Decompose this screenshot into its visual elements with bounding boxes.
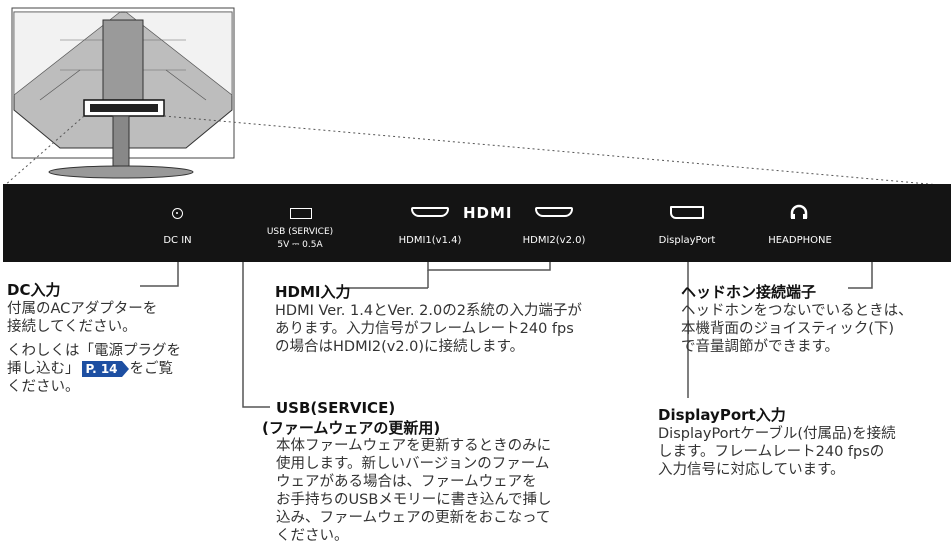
port-panel: DC IN USB (SERVICE) 5V ⎓ 0.5A HDMI1(v1.4…	[3, 184, 951, 262]
usb-port-icon	[290, 208, 312, 219]
hdmi-input-title: HDMI入力	[275, 283, 351, 301]
hdmi1-port-icon	[411, 207, 449, 217]
hdmi-logo: HDMI	[463, 204, 513, 222]
headphone-icon	[790, 204, 808, 220]
hdmi2-port-icon	[535, 207, 573, 217]
headphone-label: HEADPHONE	[768, 235, 832, 246]
displayport-title: DisplayPort入力	[658, 406, 786, 424]
usb-service-title: USB(SERVICE)	[276, 399, 396, 417]
hdmi2-label: HDMI2(v2.0)	[522, 235, 586, 246]
usb-service-subtitle: (ファームウェアの更新用)	[262, 419, 441, 437]
usb-service-desc: 本体ファームウェアを更新するときのみに 使用します。新しいバージョンのファーム …	[276, 438, 552, 544]
dc-in-icon	[172, 208, 183, 219]
usb-rating: 5V ⎓ 0.5A	[277, 240, 323, 250]
headphone-title: ヘッドホン接続端子	[681, 283, 817, 301]
displayport-port-icon	[670, 206, 704, 219]
dc-input-title: DC入力	[7, 281, 61, 299]
page-reference-badge[interactable]: P. 14	[81, 361, 129, 377]
displayport-desc: DisplayPortケーブル(付属品)を接続 します。フレームレート240 f…	[658, 426, 896, 478]
displayport-label: DisplayPort	[658, 235, 716, 246]
dc-in-label: DC IN	[163, 235, 192, 246]
hdmi-input-desc: HDMI Ver. 1.4とVer. 2.0の2系統の入力端子が あります。入力…	[275, 303, 582, 355]
usb-label: USB (SERVICE)	[266, 227, 334, 237]
hdmi1-label: HDMI1(v1.4)	[398, 235, 462, 246]
dc-input-desc: 付属のACアダプターを 接続してください。 くわしくは「電源プラグを 挿し込む」…	[7, 301, 181, 395]
headphone-desc: ヘッドホンをつないでいるときは、 本機背面のジョイスティック(下) で音量調節が…	[681, 303, 913, 355]
